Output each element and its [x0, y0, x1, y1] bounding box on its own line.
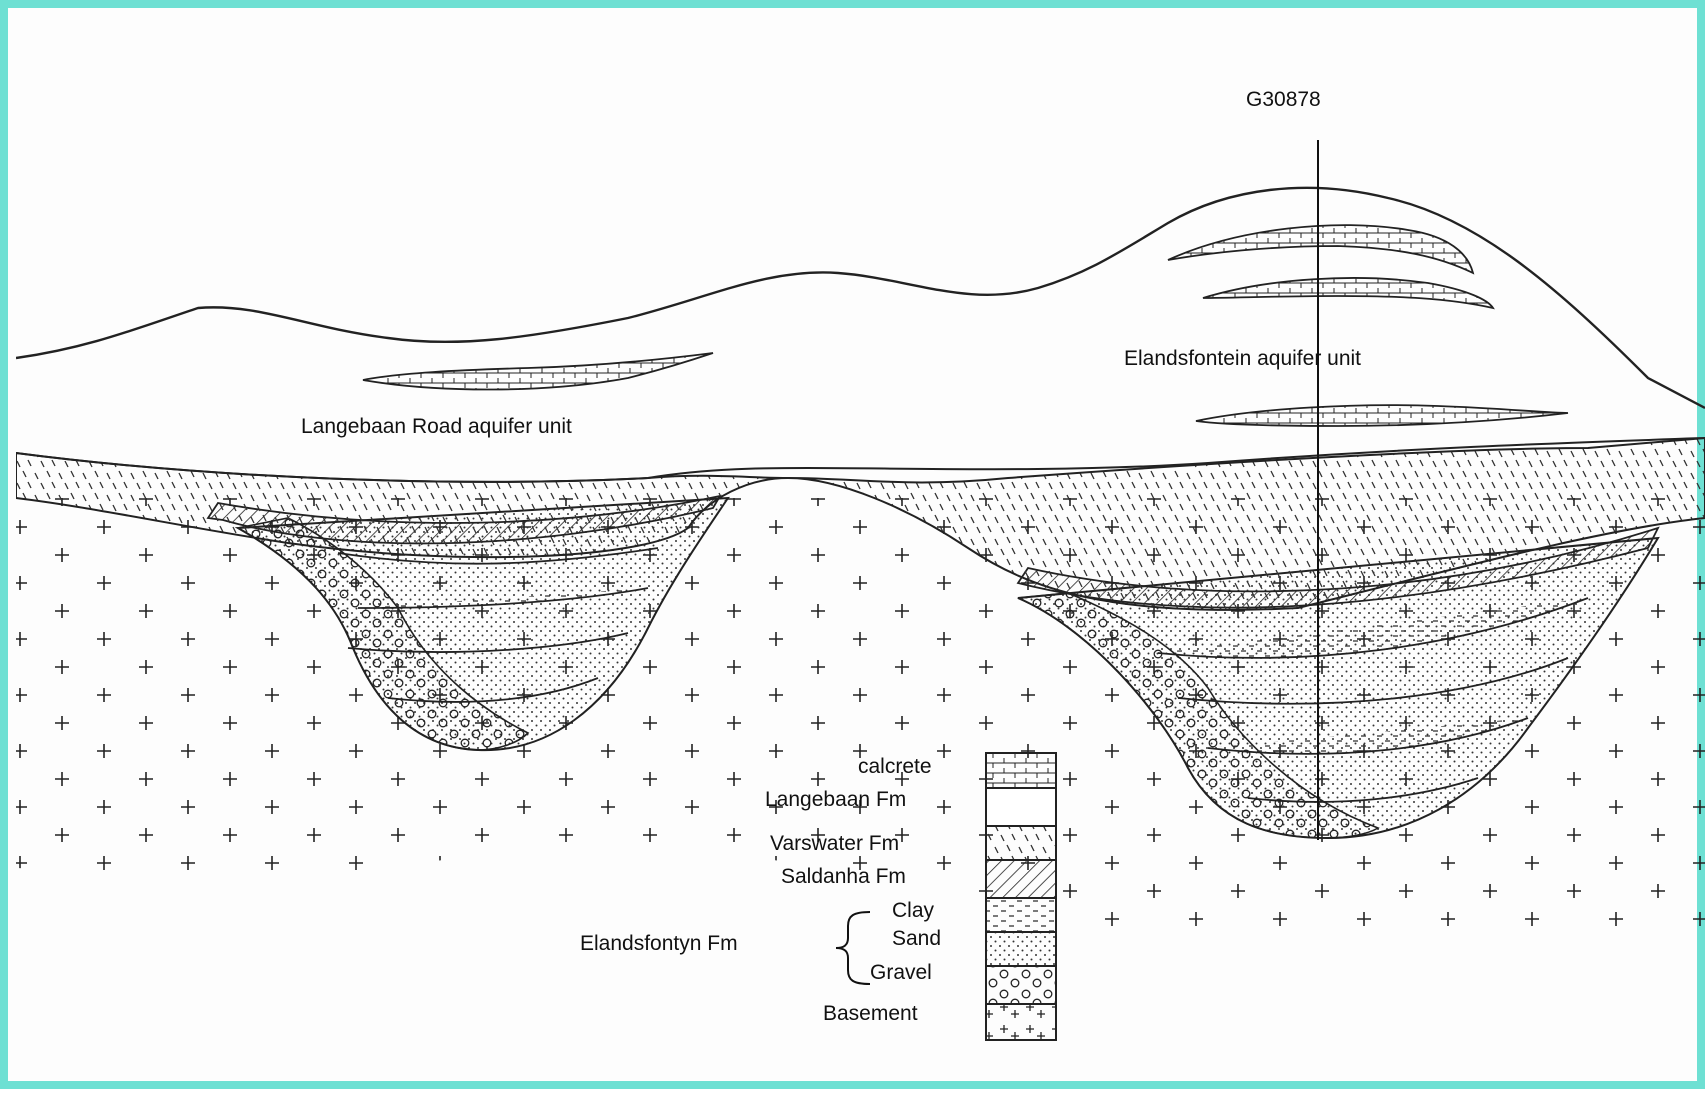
- legend-swatch-saldanha: [986, 860, 1056, 898]
- right-aquifer-label: Elandsfontein aquifer unit: [1124, 347, 1361, 370]
- legend-swatch-langebaan: [986, 788, 1056, 826]
- legend-swatch-gravel: [986, 966, 1056, 1004]
- calcrete-lenses: [363, 225, 1568, 426]
- legend-brace: [836, 912, 870, 984]
- legend-label-basement: Basement: [823, 1002, 918, 1025]
- legend-label-langebaan: Langebaan Fm: [765, 788, 906, 811]
- legend-swatch-sand: [986, 932, 1056, 966]
- legend-label-varswater: Varswater Fm: [770, 832, 899, 855]
- legend-label-clay: Clay: [892, 899, 935, 922]
- legend-label-elandsfontyn: Elandsfontyn Fm: [580, 932, 738, 955]
- legend-swatch-clay: [986, 898, 1056, 932]
- legend-label-saldanha: Saldanha Fm: [781, 865, 906, 888]
- legend-swatch-varswater: [986, 826, 1056, 860]
- legend-swatch-calcrete: [986, 753, 1056, 788]
- legend-swatch-basement: [986, 1004, 1056, 1040]
- geology-section: [16, 140, 1705, 938]
- legend-label-sand: Sand: [892, 927, 941, 950]
- legend-label-calcrete: calcrete: [858, 755, 932, 778]
- borehole-label: G30878: [1246, 88, 1321, 111]
- cross-section-diagram: G30878 Langebaan Road aquifer unit Eland…: [8, 8, 1705, 1097]
- legend-label-gravel: Gravel: [870, 961, 932, 984]
- left-aquifer-label: Langebaan Road aquifer unit: [301, 415, 572, 438]
